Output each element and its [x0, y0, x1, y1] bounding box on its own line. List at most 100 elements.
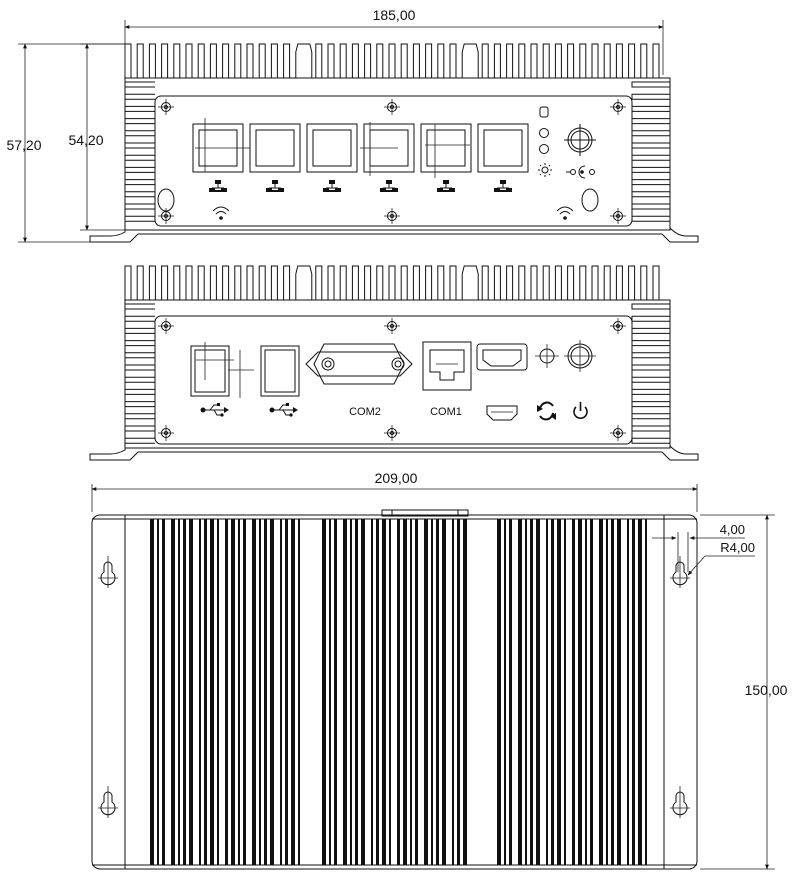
side-fin — [631, 203, 670, 210]
front-screws — [158, 99, 626, 224]
fin-stripe — [238, 519, 240, 865]
usb-port-2 — [260, 345, 300, 397]
lan-port — [249, 123, 301, 173]
side-fin — [124, 413, 155, 420]
fin-stripe — [442, 519, 446, 865]
lan-port — [306, 123, 358, 173]
dim-slot-width: 4,00 — [720, 522, 745, 537]
fin-stripe — [546, 519, 548, 865]
fin-stripe — [231, 519, 235, 865]
fin-stripe — [204, 519, 207, 865]
front-body-outline — [124, 77, 671, 231]
fin-stripe — [382, 519, 386, 865]
top-body-outline — [91, 514, 698, 870]
lan-port — [477, 123, 529, 173]
side-fin — [631, 364, 670, 371]
ethernet-icon — [209, 180, 227, 192]
rear-screws — [158, 318, 626, 441]
top-connector-stub — [381, 509, 469, 517]
fin-stripe — [210, 519, 214, 865]
com2-label: COM2 — [349, 406, 381, 418]
side-fin — [631, 130, 670, 137]
dim-front-width: 185,00 — [373, 7, 416, 23]
led-indicator-1 — [539, 128, 549, 138]
side-fin — [631, 352, 670, 359]
wifi-icon — [556, 206, 574, 220]
front-lan-ports — [192, 118, 529, 178]
side-fin — [631, 340, 670, 347]
ethernet-icon — [266, 180, 284, 192]
side-fin — [124, 203, 155, 210]
fin-stripe — [599, 519, 603, 865]
fin-stripe — [606, 519, 608, 865]
fin-stripe — [627, 519, 629, 865]
rear-heatsink-fins — [124, 265, 670, 301]
side-fin — [631, 191, 670, 198]
lan-port-inner — [483, 129, 523, 167]
rear-side-fins — [124, 303, 670, 444]
rear-view: COM2 COM1 — [89, 265, 699, 461]
fin-stripe — [270, 519, 274, 865]
top-dimensions: 209,00 150,00 4,00 R4,00 — [91, 470, 788, 870]
fin-stripe — [638, 519, 642, 865]
side-fin — [631, 215, 670, 222]
fin-stripe — [431, 519, 433, 865]
led-indicator-2 — [539, 144, 549, 154]
side-fin — [124, 376, 155, 383]
side-fin — [124, 105, 155, 112]
fin-stripe — [578, 519, 582, 865]
side-fin — [631, 376, 670, 383]
side-fin — [124, 401, 155, 408]
fin-stripe — [178, 519, 180, 865]
fin-stripe — [150, 519, 154, 865]
side-fin — [631, 154, 670, 161]
side-fin — [124, 327, 155, 334]
side-fin — [124, 315, 155, 322]
fin-stripe — [171, 519, 175, 865]
front-dimensions: 185,00 57,20 54,20 — [6, 7, 664, 243]
front-side-fins — [124, 81, 670, 222]
dc-power-icon — [566, 165, 595, 179]
hdd-led-icon — [539, 106, 549, 118]
fin-stripe — [285, 519, 288, 865]
fin-stripe — [497, 519, 501, 865]
front-view — [89, 43, 699, 243]
fin-stripe — [572, 519, 575, 865]
side-fin — [124, 154, 155, 161]
fin-stripe — [298, 519, 300, 865]
dim-slot-radius: R4,00 — [720, 540, 755, 555]
fin-stripe — [280, 519, 282, 865]
fin-stripe — [389, 519, 391, 865]
side-fin — [124, 81, 155, 88]
side-fin — [631, 105, 670, 112]
front-antenna-hole-right — [581, 188, 599, 212]
fin-stripe — [617, 519, 621, 865]
side-fin — [631, 179, 670, 186]
fin-stripe — [334, 519, 337, 865]
fin-stripe — [157, 519, 159, 865]
reset-icon — [537, 401, 556, 421]
side-fin — [124, 130, 155, 137]
fin-stripe — [189, 519, 193, 865]
heatsink-fin-row — [124, 43, 670, 79]
dim-depth-height: 150,00 — [745, 682, 788, 698]
fin-stripe — [632, 519, 635, 865]
side-fin — [124, 388, 155, 395]
side-fin — [124, 425, 155, 432]
fin-stripe — [504, 519, 506, 865]
dc-jack — [564, 124, 596, 156]
front-lan-icons — [209, 180, 512, 192]
fin-stripe — [264, 519, 267, 865]
front-mount-flange — [89, 227, 699, 243]
fin-stripe — [436, 519, 439, 865]
side-fin — [631, 315, 670, 322]
lan-port — [420, 123, 472, 173]
fin-stripe — [376, 519, 379, 865]
side-fin — [124, 191, 155, 198]
fin-stripe — [585, 519, 587, 865]
rear-mount-flange — [89, 445, 699, 461]
power-button — [564, 340, 596, 372]
fin-stripe — [424, 519, 428, 865]
fin-stripe — [557, 519, 561, 865]
